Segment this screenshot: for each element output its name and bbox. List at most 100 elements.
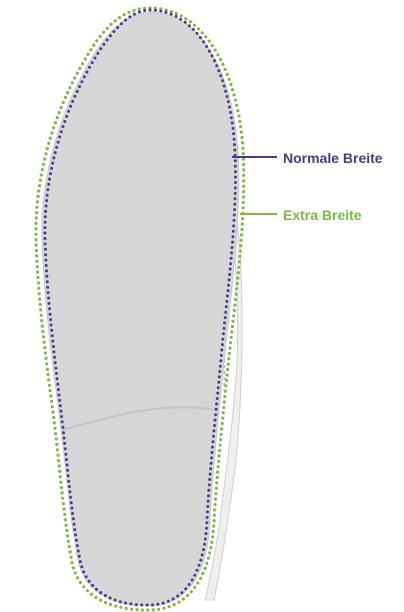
normal-width-dot	[114, 599, 117, 602]
extra-width-dot	[44, 357, 47, 360]
normal-width-dot	[227, 100, 230, 103]
extra-width-dot	[64, 96, 67, 99]
normal-width-dot	[46, 286, 49, 289]
extra-width-dot	[69, 550, 72, 553]
extra-width-dot	[119, 606, 122, 609]
normal-width-dot	[234, 186, 237, 189]
normal-width-dot	[46, 280, 49, 283]
normal-width-dot	[216, 392, 219, 395]
extra-width-dot	[233, 309, 236, 312]
normal-width-dot	[215, 408, 218, 411]
extra-width-dot	[233, 303, 236, 306]
normal-width-dot	[217, 381, 220, 384]
normal-width-dot	[54, 367, 57, 370]
normal-width-dot	[67, 480, 70, 483]
normal-width-dot	[234, 192, 237, 195]
extra-width-dot	[205, 562, 208, 565]
normal-width-dot	[128, 15, 131, 18]
extra-width-dot	[62, 507, 65, 510]
extra-width-dot	[186, 594, 189, 597]
normal-width-dot	[44, 210, 47, 213]
normal-width-dot	[205, 532, 208, 535]
extra-width-dot	[241, 217, 244, 220]
extra-width-dot	[242, 168, 245, 171]
extra-width-dot	[241, 147, 244, 150]
normal-width-dot	[65, 115, 68, 118]
extra-width-dot	[37, 195, 40, 198]
normal-width-dot	[212, 440, 215, 443]
extra-width-dot	[58, 111, 61, 114]
extra-width-dot	[99, 599, 102, 602]
extra-width-dot	[73, 76, 76, 79]
extra-width-dot	[63, 513, 66, 516]
normal-width-dot	[112, 30, 115, 33]
extra-width-dot	[61, 491, 64, 494]
normal-width-dot	[143, 9, 146, 12]
normal-width-dot	[216, 397, 219, 400]
extra-width-dot	[235, 287, 238, 290]
extra-width-dot	[76, 576, 79, 579]
normal-width-dot	[45, 269, 48, 272]
extra-width-dot	[110, 23, 113, 26]
normal-width-dot	[91, 61, 94, 64]
normal-width-dot	[102, 43, 105, 46]
extra-width-dot	[118, 16, 121, 19]
extra-width-dot	[34, 238, 37, 241]
normal-width-dot	[47, 183, 50, 186]
extra-width-dot	[241, 141, 244, 144]
extra-width-dot	[65, 529, 68, 532]
extra-width-dot	[58, 464, 61, 467]
extra-width-dot	[48, 384, 51, 387]
extra-width-dot	[213, 514, 216, 517]
extra-width-dot	[41, 325, 44, 328]
normal-width-dot	[234, 176, 237, 179]
extra-width-dot	[132, 9, 135, 12]
extra-width-dot	[242, 179, 245, 182]
extra-width-dot	[35, 254, 38, 257]
extra-width-dot	[237, 271, 240, 274]
extra-width-dot	[227, 363, 230, 366]
normal-width-dot	[233, 208, 236, 211]
extra-width-dot	[56, 454, 59, 457]
normal-width-dot	[220, 354, 223, 357]
extra-width-dot	[199, 577, 202, 580]
normal-width-dot	[46, 194, 49, 197]
normal-width-dot	[154, 9, 157, 12]
normal-width-dot	[184, 587, 187, 590]
normal-width-dot	[223, 85, 226, 88]
extra-width-dot	[46, 147, 49, 150]
extra-width-dot	[213, 519, 216, 522]
extra-width-dot	[240, 233, 243, 236]
extra-width-dot	[62, 502, 65, 505]
normal-width-dot	[54, 361, 57, 364]
extra-width-dot	[86, 53, 89, 56]
normal-width-dot	[43, 226, 46, 229]
normal-width-dot	[52, 345, 55, 348]
extra-width-dot	[47, 378, 50, 381]
extra-width-dot	[237, 114, 240, 117]
normal-width-dot	[54, 151, 57, 154]
extra-width-dot	[74, 571, 77, 574]
normal-width-dot	[69, 496, 72, 499]
extra-width-dot	[38, 298, 41, 301]
normal-width-dot	[44, 253, 47, 256]
normal-width-dot	[215, 64, 218, 67]
extra-width-dot	[36, 276, 39, 279]
extra-width-dot	[43, 346, 46, 349]
normal-width-dot	[63, 120, 66, 123]
extra-width-dot	[207, 557, 210, 560]
extra-width-dot	[78, 67, 81, 70]
normal-width-dot	[135, 603, 138, 606]
extra-width-dot	[49, 389, 52, 392]
extra-width-dot	[201, 572, 204, 575]
normal-width-dot	[149, 9, 152, 12]
normal-width-dot	[228, 278, 231, 281]
extra-width-dot	[180, 14, 183, 17]
normal-width-dot	[45, 264, 48, 267]
normal-width-dot	[96, 52, 99, 55]
extra-width-dot	[226, 73, 229, 76]
extra-width-dot	[217, 465, 220, 468]
extra-width-dot	[36, 200, 39, 203]
extra-width-dot	[35, 216, 38, 219]
